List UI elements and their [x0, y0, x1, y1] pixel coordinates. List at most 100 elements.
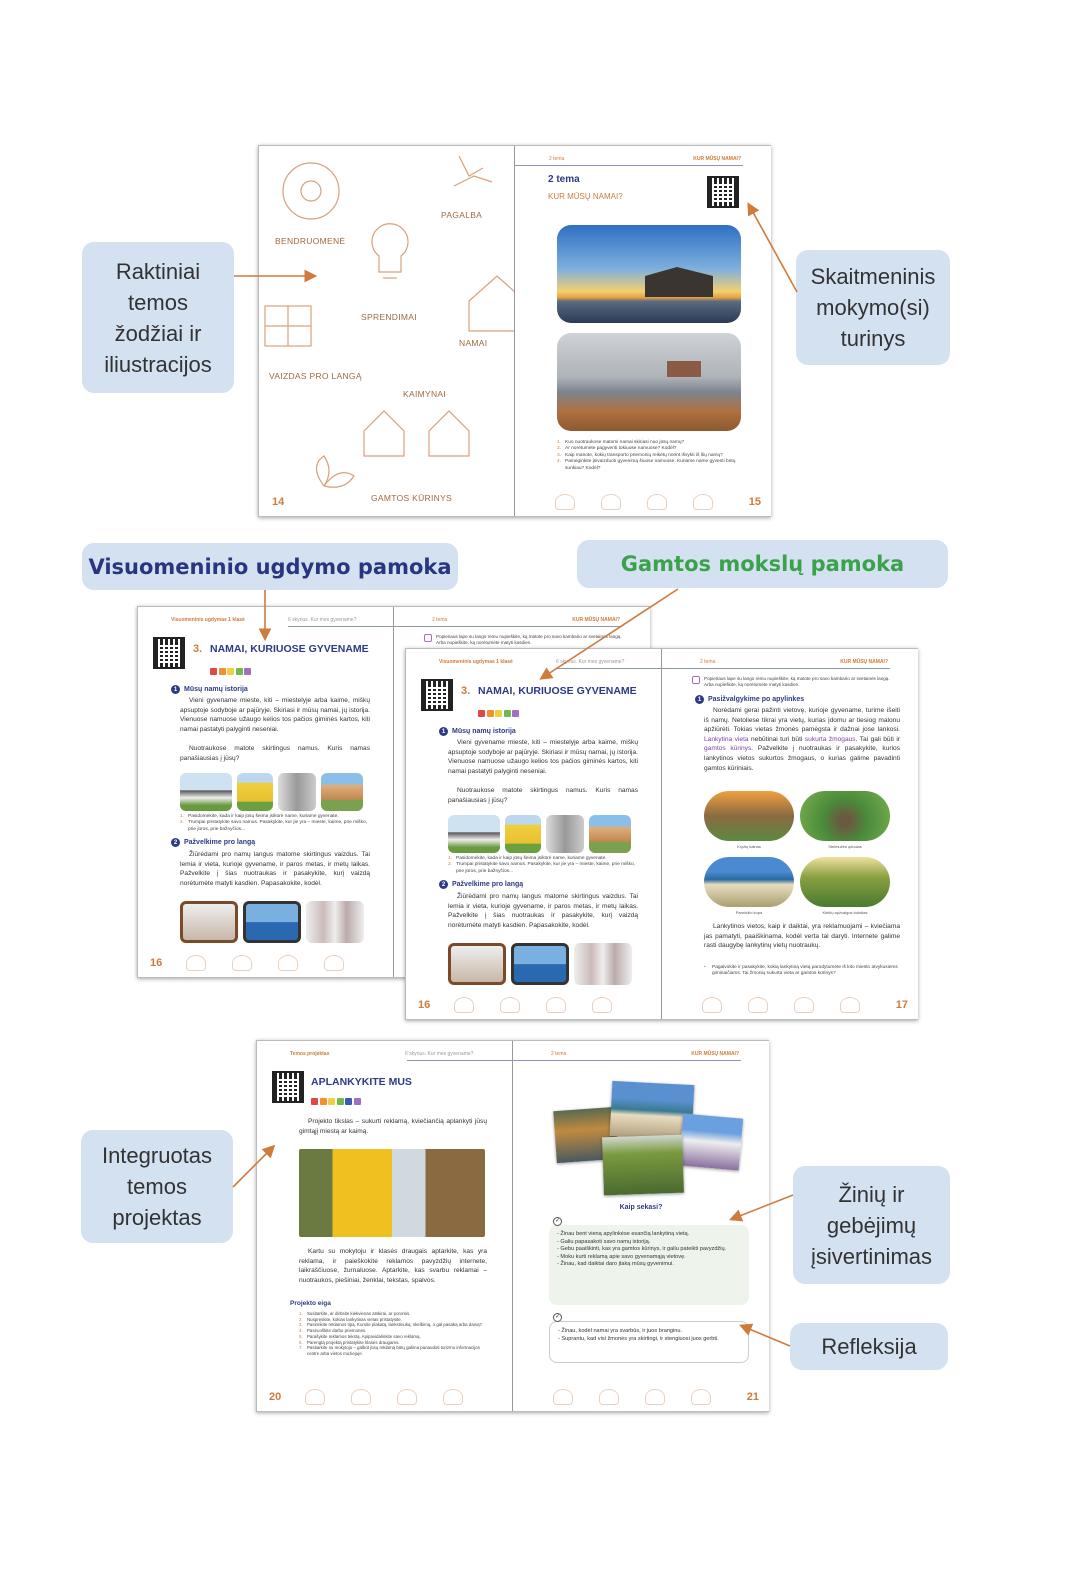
page-16: Visuomeninis ugdymas 1 klasė 6 skyrius. … [138, 607, 394, 977]
paragraph: Norėdami gerai pažinti vietovę, kurioje … [704, 707, 900, 772]
help-icon [453, 155, 493, 187]
header-chapter: 6 skyrius. Kur mes gyvename? [288, 617, 357, 623]
page-number: 16 [418, 999, 431, 1011]
photo-caption: Stelmužės ąžuolas [828, 844, 862, 849]
reflection-item: - Žinau, kodėl namai yra svarbūs, ir juo… [558, 1328, 683, 1334]
step: 5.Parašykite reklamos tekstą. Apipavidal… [299, 1333, 421, 1339]
question: 3.Kaip manote, kokių transporto priemoni… [557, 452, 723, 458]
competence-colors [210, 662, 253, 680]
step: 3.Pasirinkite reklamos tipą. Kursite pla… [299, 1322, 482, 1328]
header-subject: Visuomeninis ugdymas 1 klasė [171, 617, 245, 623]
photo-window [448, 943, 506, 985]
note: Popieriaus lape su lango rėmu nupieškite… [436, 634, 622, 646]
page-15: 2 tema KUR MŪSŲ NAMAI? 2 tema KUR MŪSŲ N… [515, 146, 771, 516]
qr-code[interactable] [707, 176, 739, 208]
project-title: APLANKYKITE MUS [311, 1076, 412, 1088]
page-20: Temos projektas 6 skyrius. Kur mes gyven… [257, 1041, 513, 1411]
callout-social-lesson: Visuomeninio ugdymo pamoka [82, 543, 458, 590]
page-number: 15 [748, 496, 761, 508]
paragraph: Vieni gyvename mieste, kiti – miestelyje… [180, 697, 370, 733]
assessment-item: - Gebu paaiškinti, kas yra gamtos kūriny… [557, 1246, 727, 1253]
tasks-list: 1.Pasidomėkite, kada ir kaip jūsų šeima … [448, 856, 638, 875]
step: 6.Parengtą projektą pristatykite klasės … [299, 1339, 400, 1345]
competence-colors [311, 1092, 362, 1110]
note: Popieriaus lape su lango rėmu nupieškite… [704, 676, 890, 688]
photo-house [448, 815, 500, 853]
neighbours-icon [363, 410, 470, 457]
steps-heading: Projekto eiga [290, 1300, 331, 1307]
keyword-window-view: VAIZDAS PRO LANGĄ [269, 371, 362, 381]
page-number: 16 [150, 957, 163, 969]
spread-pages-20-21: Temos projektas 6 skyrius. Kur mes gyven… [256, 1040, 769, 1412]
keyword-illustrations [264, 155, 514, 488]
photo-stilt-house [557, 225, 741, 323]
page-14: BENDRUOMENĖ PAGALBA SPRENDIMAI NAMAI VAI… [259, 146, 515, 516]
questions-list: 1.Kuo nuotraukose matomi namai skiriasi … [557, 440, 743, 472]
keyword-community: BENDRUOMENĖ [275, 236, 346, 246]
photo-apartment-block [546, 815, 584, 853]
callout-reflection: Refleksija [790, 1323, 948, 1370]
photo-observation-tower [800, 857, 890, 907]
header-title: KUR MŪSŲ NAMAI? [840, 659, 888, 665]
page-21: 2 tema KUR MŪSŲ NAMAI? Kaip sekasi? - Ži… [513, 1041, 769, 1411]
photo-apartment-block [278, 773, 316, 811]
drawing-task-icon [692, 676, 700, 684]
qr-code[interactable] [421, 679, 453, 711]
assessment-item: - Žinau bent vieną apylinkėse esančią la… [557, 1231, 690, 1237]
photo-caption: Kryžių kalnas [737, 844, 761, 849]
header-topic: 2 tema [432, 617, 448, 623]
photo-townhouses [589, 815, 631, 853]
photo-dune [704, 857, 794, 907]
competence-colors [478, 704, 521, 722]
tasks-list: 1.Pasidomėkite, kada ir kaip jūsų šeima … [180, 814, 370, 833]
photo-house [505, 815, 541, 853]
keyword-home: NAMAI [459, 338, 488, 348]
footer-icons [186, 955, 344, 973]
qr-code[interactable] [153, 637, 185, 669]
photo-cathedral [678, 1113, 744, 1171]
paragraph: Nuotraukose matote skirtingus namus. Kur… [448, 787, 638, 804]
step: 4.Pasiruoškite darbo priemones. [299, 1328, 367, 1334]
lightbulb-icon [371, 223, 409, 279]
callout-project: Integruotas temos projektas [81, 1130, 233, 1243]
header-topic: 2 tema [551, 1051, 567, 1057]
paragraph: Nuotraukose matote skirtingus namus. Kur… [180, 745, 370, 762]
header-title: KUR MŪSŲ NAMAI? [572, 617, 620, 623]
header-section: Temos projektas [290, 1051, 330, 1057]
qr-code[interactable] [272, 1071, 304, 1103]
lesson-title: NAMAI, KURIUOSE GYVENAME [210, 643, 369, 655]
assessment-item: - Žinau, kad daiktai daro įtaką mūsų gyv… [557, 1261, 674, 1268]
paragraph: Projekto tikslas – sukurti reklamą, kvie… [299, 1118, 487, 1135]
footer-icons [454, 997, 612, 1015]
header-topic: 2 tema [549, 156, 565, 162]
paragraph: Žiūrėdami pro namų langus matome skirtin… [448, 893, 638, 929]
callout-science-lesson: Gamtos mokslų pamoka [577, 540, 948, 588]
step: 1.Susitarkite, ar dirbsite kiekvienas at… [299, 1311, 411, 1316]
reflection-item: - Suprantu, kad visi žmonės yra skirting… [558, 1335, 719, 1342]
bullet-list: •Pagalvokite ir pasakykite, kokią lankyt… [704, 965, 900, 978]
task: 1.Pasidomėkite, kada ir kaip jūsų šeima … [448, 856, 607, 861]
photo-window [306, 901, 364, 943]
callout-digital-content: Skaitmeninis mokymo(si) turinys [796, 250, 950, 365]
keyword-neighbours: KAIMYNAI [403, 389, 447, 399]
step: 2.Nuspręskite, kokias lankytinas vietas … [299, 1316, 402, 1322]
callout-self-assessment: Žinių ir gebėjimų įsivertinimas [793, 1166, 950, 1284]
assessment-item: - Moku kurti reklamą apie savo gyvenamąj… [557, 1253, 686, 1260]
paragraph: Vieni gyvename mieste, kiti – miestelyje… [448, 739, 638, 775]
page-number: 21 [746, 1391, 759, 1403]
photo-window [511, 943, 569, 985]
header-topic: 2 tema [700, 659, 716, 665]
drawing-task-icon [424, 634, 432, 642]
callout-keywords: Raktiniai temos žodžiai ir iliustracijos [82, 242, 234, 393]
check-icon: ✓ [553, 1217, 562, 1226]
footer-icons [305, 1389, 463, 1407]
photo-window [243, 901, 301, 943]
advertisement-collage-image [299, 1149, 485, 1237]
footer-icons [702, 997, 860, 1015]
reflection-box: - Žinau, kodėl namai yra svarbūs, ir juo… [549, 1321, 749, 1363]
lesson-number: 3. [193, 643, 203, 655]
photo-window [180, 901, 238, 943]
spread-pages-16-17: Visuomeninis ugdymas 1 klasė 6 skyrius. … [405, 648, 918, 1020]
